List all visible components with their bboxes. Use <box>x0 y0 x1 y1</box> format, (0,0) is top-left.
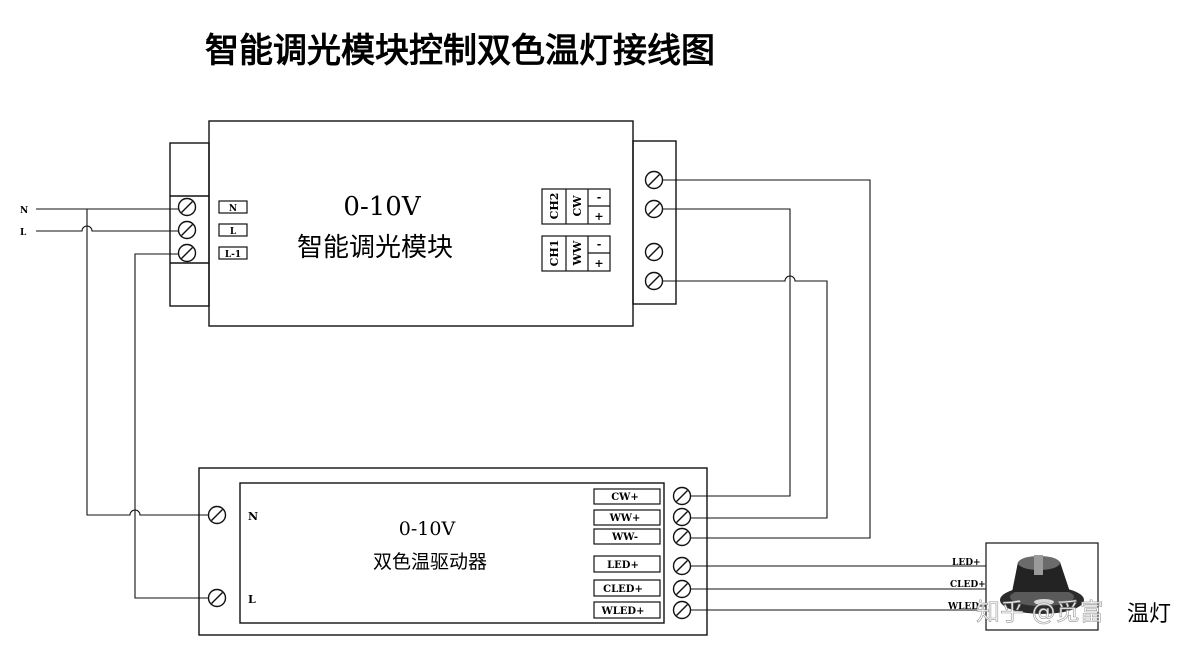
ch1-plus-screw-icon[interactable] <box>644 271 664 291</box>
dimmer-title-line1: 0-10V <box>343 192 421 222</box>
dimmer-terminal-l-label: L <box>230 227 237 237</box>
wires <box>36 179 986 611</box>
mains-n-label: N <box>20 206 28 216</box>
driver-out-cled-plus: CLED+ <box>603 584 643 595</box>
ch1-ww-label: WW <box>571 240 584 266</box>
driver-title-line2: 双色温驱动器 <box>373 551 487 573</box>
lamp-caption: 温灯 <box>1127 602 1171 627</box>
lamp-box <box>985 542 1099 631</box>
driver-out-cw-plus: CW+ <box>611 492 639 503</box>
driver-led-plus-screw-icon[interactable] <box>672 556 692 576</box>
ch2-plus-screw-icon[interactable] <box>644 199 664 219</box>
driver-title-line1: 0-10V <box>399 518 456 540</box>
ch2-plus-label: + <box>594 210 603 223</box>
mains-l-label: L <box>20 228 27 238</box>
driver-l-label: L <box>248 593 256 606</box>
lamp-wled-plus-label: WLED+ <box>947 602 987 612</box>
driver-cled-plus-screw-icon[interactable] <box>672 579 692 599</box>
lamp-led-plus-label: LED+ <box>952 558 981 568</box>
dimmer-module <box>169 120 677 327</box>
dimmer-terminal-l1-label: L-1 <box>225 250 241 260</box>
ch2-minus-screw-icon[interactable] <box>644 170 664 190</box>
driver-n-screw-icon[interactable] <box>207 505 227 525</box>
driver-out-wled-plus: WLED+ <box>601 606 645 617</box>
driver-cw-plus-screw-icon[interactable] <box>672 486 692 506</box>
ch1-plus-label: + <box>594 257 603 270</box>
ch1-label: CH1 <box>548 240 561 267</box>
dimmer-l-screw-icon[interactable] <box>177 220 197 240</box>
dimmer-title-line2: 智能调光模块 <box>297 233 453 263</box>
driver-module <box>198 467 708 636</box>
watermark: 知乎 @觅富 <box>976 598 1104 626</box>
driver-wled-plus-screw-icon[interactable] <box>672 600 692 620</box>
dimmer-l1-screw-icon[interactable] <box>177 243 197 263</box>
driver-out-ww-plus: WW+ <box>609 513 641 524</box>
ch2-cw-label: CW <box>571 195 584 217</box>
driver-n-label: N <box>248 510 258 523</box>
downlight-icon <box>1000 555 1084 614</box>
driver-ww-plus-screw-icon[interactable] <box>672 507 692 527</box>
driver-l-screw-icon[interactable] <box>207 588 227 608</box>
ch2-minus-label: - <box>597 191 602 204</box>
driver-out-ww-minus: WW- <box>611 532 638 543</box>
ch2-label: CH2 <box>548 193 561 220</box>
dimmer-n-screw-icon[interactable] <box>177 197 197 217</box>
dimmer-terminal-n-label: N <box>229 204 237 214</box>
lamp-cled-plus-label: CLED+ <box>950 580 986 590</box>
ch1-minus-screw-icon[interactable] <box>644 242 664 262</box>
driver-out-led-plus: LED+ <box>607 560 639 571</box>
diagram-title: 智能调光模块控制双色温灯接线图 <box>205 31 715 71</box>
driver-ww-minus-screw-icon[interactable] <box>672 527 692 547</box>
ch1-minus-label: - <box>597 238 602 251</box>
